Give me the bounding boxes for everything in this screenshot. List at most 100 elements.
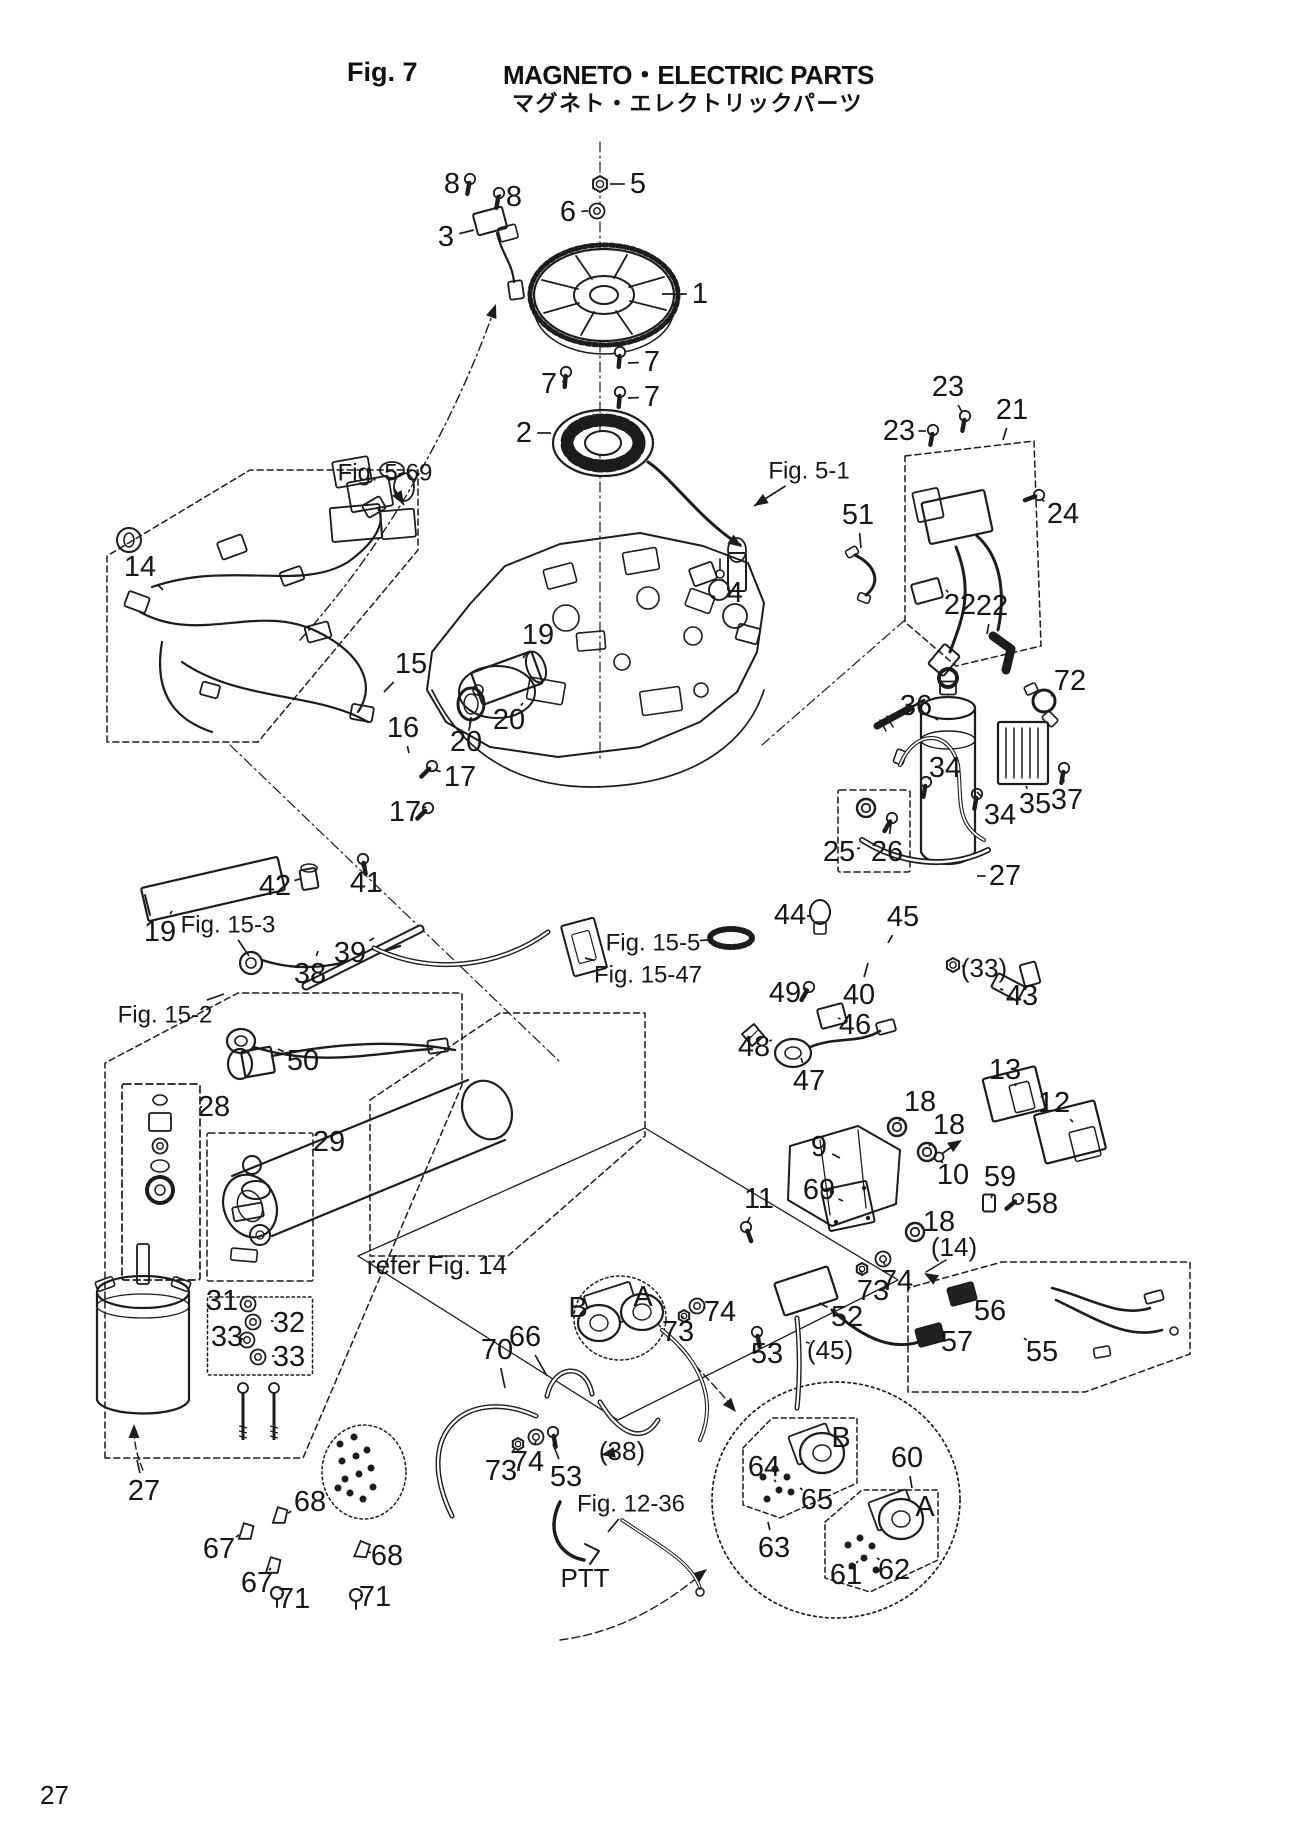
part-lbolt bbox=[268, 1382, 280, 1440]
part-poly bbox=[104, 992, 463, 1459]
callout-14: 14 bbox=[124, 551, 156, 583]
callout-29: 29 bbox=[313, 1126, 345, 1158]
callout-33: 33 bbox=[211, 1321, 243, 1353]
part-poly bbox=[106, 469, 419, 743]
part-path bbox=[975, 534, 1003, 632]
callout-74: 74 bbox=[512, 1446, 544, 1478]
part-line bbox=[230, 1078, 470, 1178]
part-rect bbox=[298, 867, 320, 891]
part-path bbox=[620, 1518, 702, 1590]
part-ellipse bbox=[589, 1314, 609, 1332]
callout-2: 2 bbox=[516, 417, 532, 449]
part-circle bbox=[1031, 688, 1057, 714]
part-rect bbox=[1008, 1080, 1036, 1114]
part-dot bbox=[363, 1446, 371, 1454]
part-rect bbox=[170, 1275, 192, 1293]
part-circle bbox=[613, 653, 631, 671]
part-circle bbox=[693, 682, 709, 698]
part-line bbox=[270, 1138, 507, 1238]
part-path bbox=[138, 610, 367, 714]
callout-19: 19 bbox=[522, 619, 554, 651]
callout-63: 63 bbox=[758, 1532, 790, 1564]
part-rect bbox=[278, 565, 306, 587]
part-poly bbox=[369, 1012, 646, 1257]
callout-44: 44 bbox=[774, 899, 806, 931]
part-bolt bbox=[958, 409, 972, 433]
part-circle bbox=[636, 586, 660, 610]
part-rect bbox=[684, 587, 716, 615]
part-poly bbox=[742, 1417, 858, 1519]
part-rect bbox=[94, 1275, 116, 1293]
part-rect bbox=[621, 546, 661, 576]
leader-lines bbox=[136, 181, 1074, 1597]
part-dot bbox=[868, 1542, 876, 1550]
part-path bbox=[544, 1368, 595, 1399]
part-rect bbox=[981, 1065, 1047, 1123]
part-rect bbox=[920, 489, 994, 545]
part-rect bbox=[1033, 1099, 1107, 1165]
callout-74: 74 bbox=[881, 1265, 913, 1297]
part-ellipse bbox=[234, 1035, 248, 1047]
part-ellipse bbox=[619, 1292, 665, 1332]
part-path bbox=[661, 1329, 708, 1441]
part-path bbox=[873, 704, 914, 730]
part-bolt bbox=[799, 980, 816, 1003]
part-rect bbox=[426, 1037, 450, 1055]
part-grommet bbox=[886, 1116, 908, 1138]
part-path bbox=[180, 660, 370, 724]
callout-52: 52 bbox=[831, 1301, 863, 1333]
part-circle bbox=[722, 603, 748, 629]
part-ellipse bbox=[463, 693, 479, 715]
part-lbolt bbox=[237, 1382, 249, 1440]
part-rect bbox=[688, 561, 718, 587]
part-washer bbox=[244, 1313, 262, 1331]
callout-69: 69 bbox=[803, 1174, 835, 1206]
part-rect bbox=[856, 591, 872, 605]
part-ellipse bbox=[221, 1173, 279, 1239]
part-clampcone bbox=[353, 1539, 372, 1559]
part-arrow bbox=[947, 1140, 962, 1153]
callout-27: 27 bbox=[989, 860, 1021, 892]
part-bolt bbox=[356, 852, 370, 876]
part-ellipse bbox=[379, 461, 405, 479]
part-ellipse bbox=[551, 408, 655, 478]
callout-60: 60 bbox=[891, 1442, 923, 1474]
part-rect bbox=[727, 552, 747, 592]
part-arrow bbox=[722, 1397, 736, 1412]
part-rect bbox=[1041, 710, 1059, 728]
callout-48: 48 bbox=[738, 1031, 770, 1063]
callout-7: 7 bbox=[644, 381, 660, 413]
part-path bbox=[908, 698, 926, 710]
callout-45: 45 bbox=[887, 901, 919, 933]
part-rect bbox=[927, 643, 961, 677]
part-rect bbox=[560, 916, 608, 978]
part-arrow bbox=[486, 304, 497, 320]
part-dot bbox=[872, 1566, 880, 1574]
callout-A: A bbox=[633, 1281, 653, 1313]
callout--45-: (45) bbox=[807, 1335, 853, 1365]
callout--33-: (33) bbox=[961, 953, 1007, 983]
callout-8: 8 bbox=[506, 181, 522, 213]
callout-49: 49 bbox=[769, 977, 801, 1009]
callout-34: 34 bbox=[984, 799, 1016, 831]
part-ellipse bbox=[393, 472, 415, 502]
part-rect bbox=[813, 921, 827, 935]
part-poly bbox=[741, 1023, 765, 1047]
part-nut bbox=[677, 1308, 691, 1324]
part-bolt bbox=[750, 1325, 764, 1349]
part-washer bbox=[527, 1428, 545, 1446]
callout-27: 27 bbox=[128, 1475, 160, 1507]
part-path bbox=[270, 1042, 457, 1058]
part-rect bbox=[910, 577, 944, 605]
part-dot bbox=[771, 1465, 779, 1473]
part-bolt bbox=[926, 423, 940, 447]
callout-1: 1 bbox=[692, 278, 708, 310]
part-line bbox=[629, 300, 667, 311]
part-bolt bbox=[1004, 1192, 1025, 1211]
part-ellipse bbox=[877, 1497, 925, 1541]
part-line bbox=[541, 279, 579, 290]
part-poly bbox=[426, 532, 765, 758]
callout-68: 68 bbox=[294, 1486, 326, 1518]
part-rect bbox=[497, 223, 519, 243]
